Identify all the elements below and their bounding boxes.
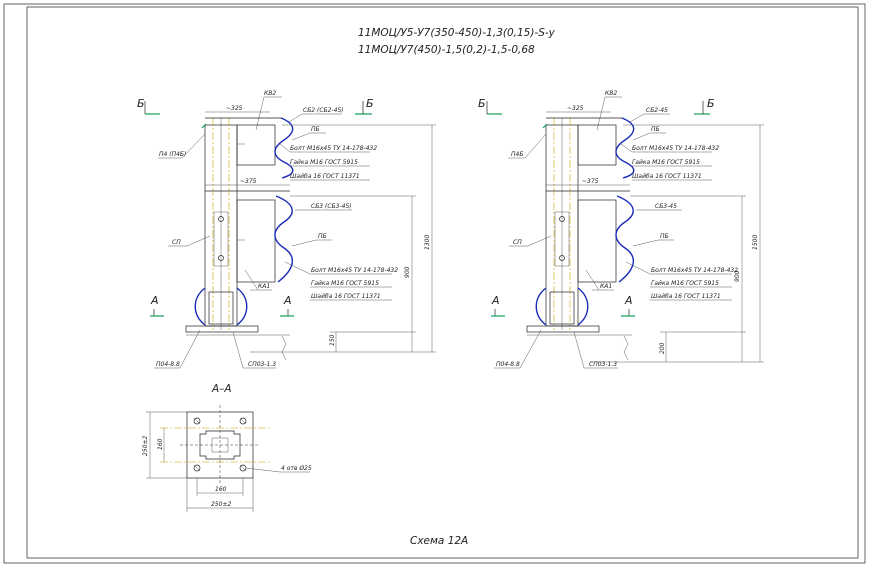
label-washer-left: Шайба 16 ГОСТ 11371 <box>290 173 360 180</box>
label-ts-left: ПБ <box>311 126 320 133</box>
dim-height-left: 900 <box>404 266 411 278</box>
label-ts2-left: ПБ <box>318 233 327 240</box>
dim-height-right: 900 <box>734 270 741 282</box>
label-st-left: СП <box>172 239 181 246</box>
label-bolt2-left: Болт М16х45 ТУ 14-178-432 <box>311 267 398 274</box>
label-kvo-right: СП03-1.3 <box>589 361 617 368</box>
title-line-1: 11МОЦ/У5-У7(350-450)-1,3(0,15)-S-у <box>358 27 556 39</box>
label-bolt-left: Болт М16х45 ТУ 14-178-432 <box>290 145 377 152</box>
label-st-right: СП <box>513 239 522 246</box>
dim-mid-left: ~375 <box>240 178 257 185</box>
label-bolt2-right: Болт М16х45 ТУ 14-178-432 <box>651 267 738 274</box>
dim-total-right: 1500 <box>752 235 759 250</box>
label-ts2-right: ПБ <box>660 233 669 240</box>
label-sb2-left: СБ2 (СБ2-45) <box>303 107 344 114</box>
right-elevation-view: Б Б А А ~325 ~375 <box>478 90 764 369</box>
cut-mark-a-right: А <box>283 294 292 307</box>
label-cap-left: П4 (П4Б) <box>159 151 186 158</box>
cut-mark-b-right-r: Б <box>707 97 715 110</box>
dim-base-right: 200 <box>659 342 666 354</box>
dim-top-left: ~325 <box>226 105 243 112</box>
label-kvo-left: СП03-1.3 <box>248 361 276 368</box>
cut-mark-a-left-r: А <box>491 294 500 307</box>
label-nut2-right: Гайка М16 ГОСТ 5915 <box>651 280 719 287</box>
holes-note: 4 отв Ø25 <box>281 465 312 472</box>
dim-total-left: 1300 <box>424 235 431 250</box>
label-base-right: П04-8.8 <box>496 361 520 368</box>
label-ts-right: ПБ <box>651 126 660 133</box>
dim-inner-w: 160 <box>215 486 227 493</box>
section-title: А–А <box>211 383 232 395</box>
label-nut-right: Гайка М16 ГОСТ 5915 <box>632 159 700 166</box>
dim-total-w: 250±2 <box>211 501 231 508</box>
label-washer-right: Шайба 16 ГОСТ 11371 <box>632 173 702 180</box>
label-bolt-right: Болт М16х45 ТУ 14-178-432 <box>632 145 719 152</box>
label-sb3-left: СБ3 (СБ3-45) <box>311 203 352 210</box>
label-nut2-left: Гайка М16 ГОСТ 5915 <box>311 280 379 287</box>
cut-mark-b-left-r: Б <box>478 97 486 110</box>
label-ka1-left: КА1 <box>258 283 270 290</box>
dim-total-h: 250±2 <box>142 436 149 456</box>
dim-top-right: ~325 <box>567 105 584 112</box>
cut-mark-b-left: Б <box>137 97 145 110</box>
section-a-a: А–А 250±2 160 160 250±2 4 <box>142 383 312 512</box>
dim-mid-right: ~375 <box>582 178 599 185</box>
left-elevation-view: Б Б А <box>137 90 436 369</box>
label-sb3-right: СБ3-45 <box>655 203 677 210</box>
label-washer2-left: Шайба 16 ГОСТ 11371 <box>311 293 381 300</box>
cut-mark-b-right: Б <box>366 97 374 110</box>
cut-mark-a-right-r: А <box>624 294 633 307</box>
dim-base-left: 150 <box>329 334 336 346</box>
schema-caption: Схема 12А <box>410 535 468 547</box>
label-kv2-right: КВ2 <box>605 90 617 97</box>
outer-frame <box>3 3 866 564</box>
label-sb2-right: СБ2-45 <box>646 107 668 114</box>
label-ka1-right: КА1 <box>600 283 612 290</box>
label-nut-left: Гайка М16 ГОСТ 5915 <box>290 159 358 166</box>
label-kv2-left: КВ2 <box>264 90 276 97</box>
label-cap-right: П4Б <box>511 151 523 158</box>
cut-mark-a-left: А <box>150 294 159 307</box>
label-base-left: П04-8.8 <box>156 361 180 368</box>
title-line-2: 11МОЦ/У7(450)-1,5(0,2)-1,5-0,68 <box>358 44 535 56</box>
inner-frame <box>26 6 859 559</box>
dim-inner-h: 160 <box>157 438 164 450</box>
label-washer2-right: Шайба 16 ГОСТ 11371 <box>651 293 721 300</box>
